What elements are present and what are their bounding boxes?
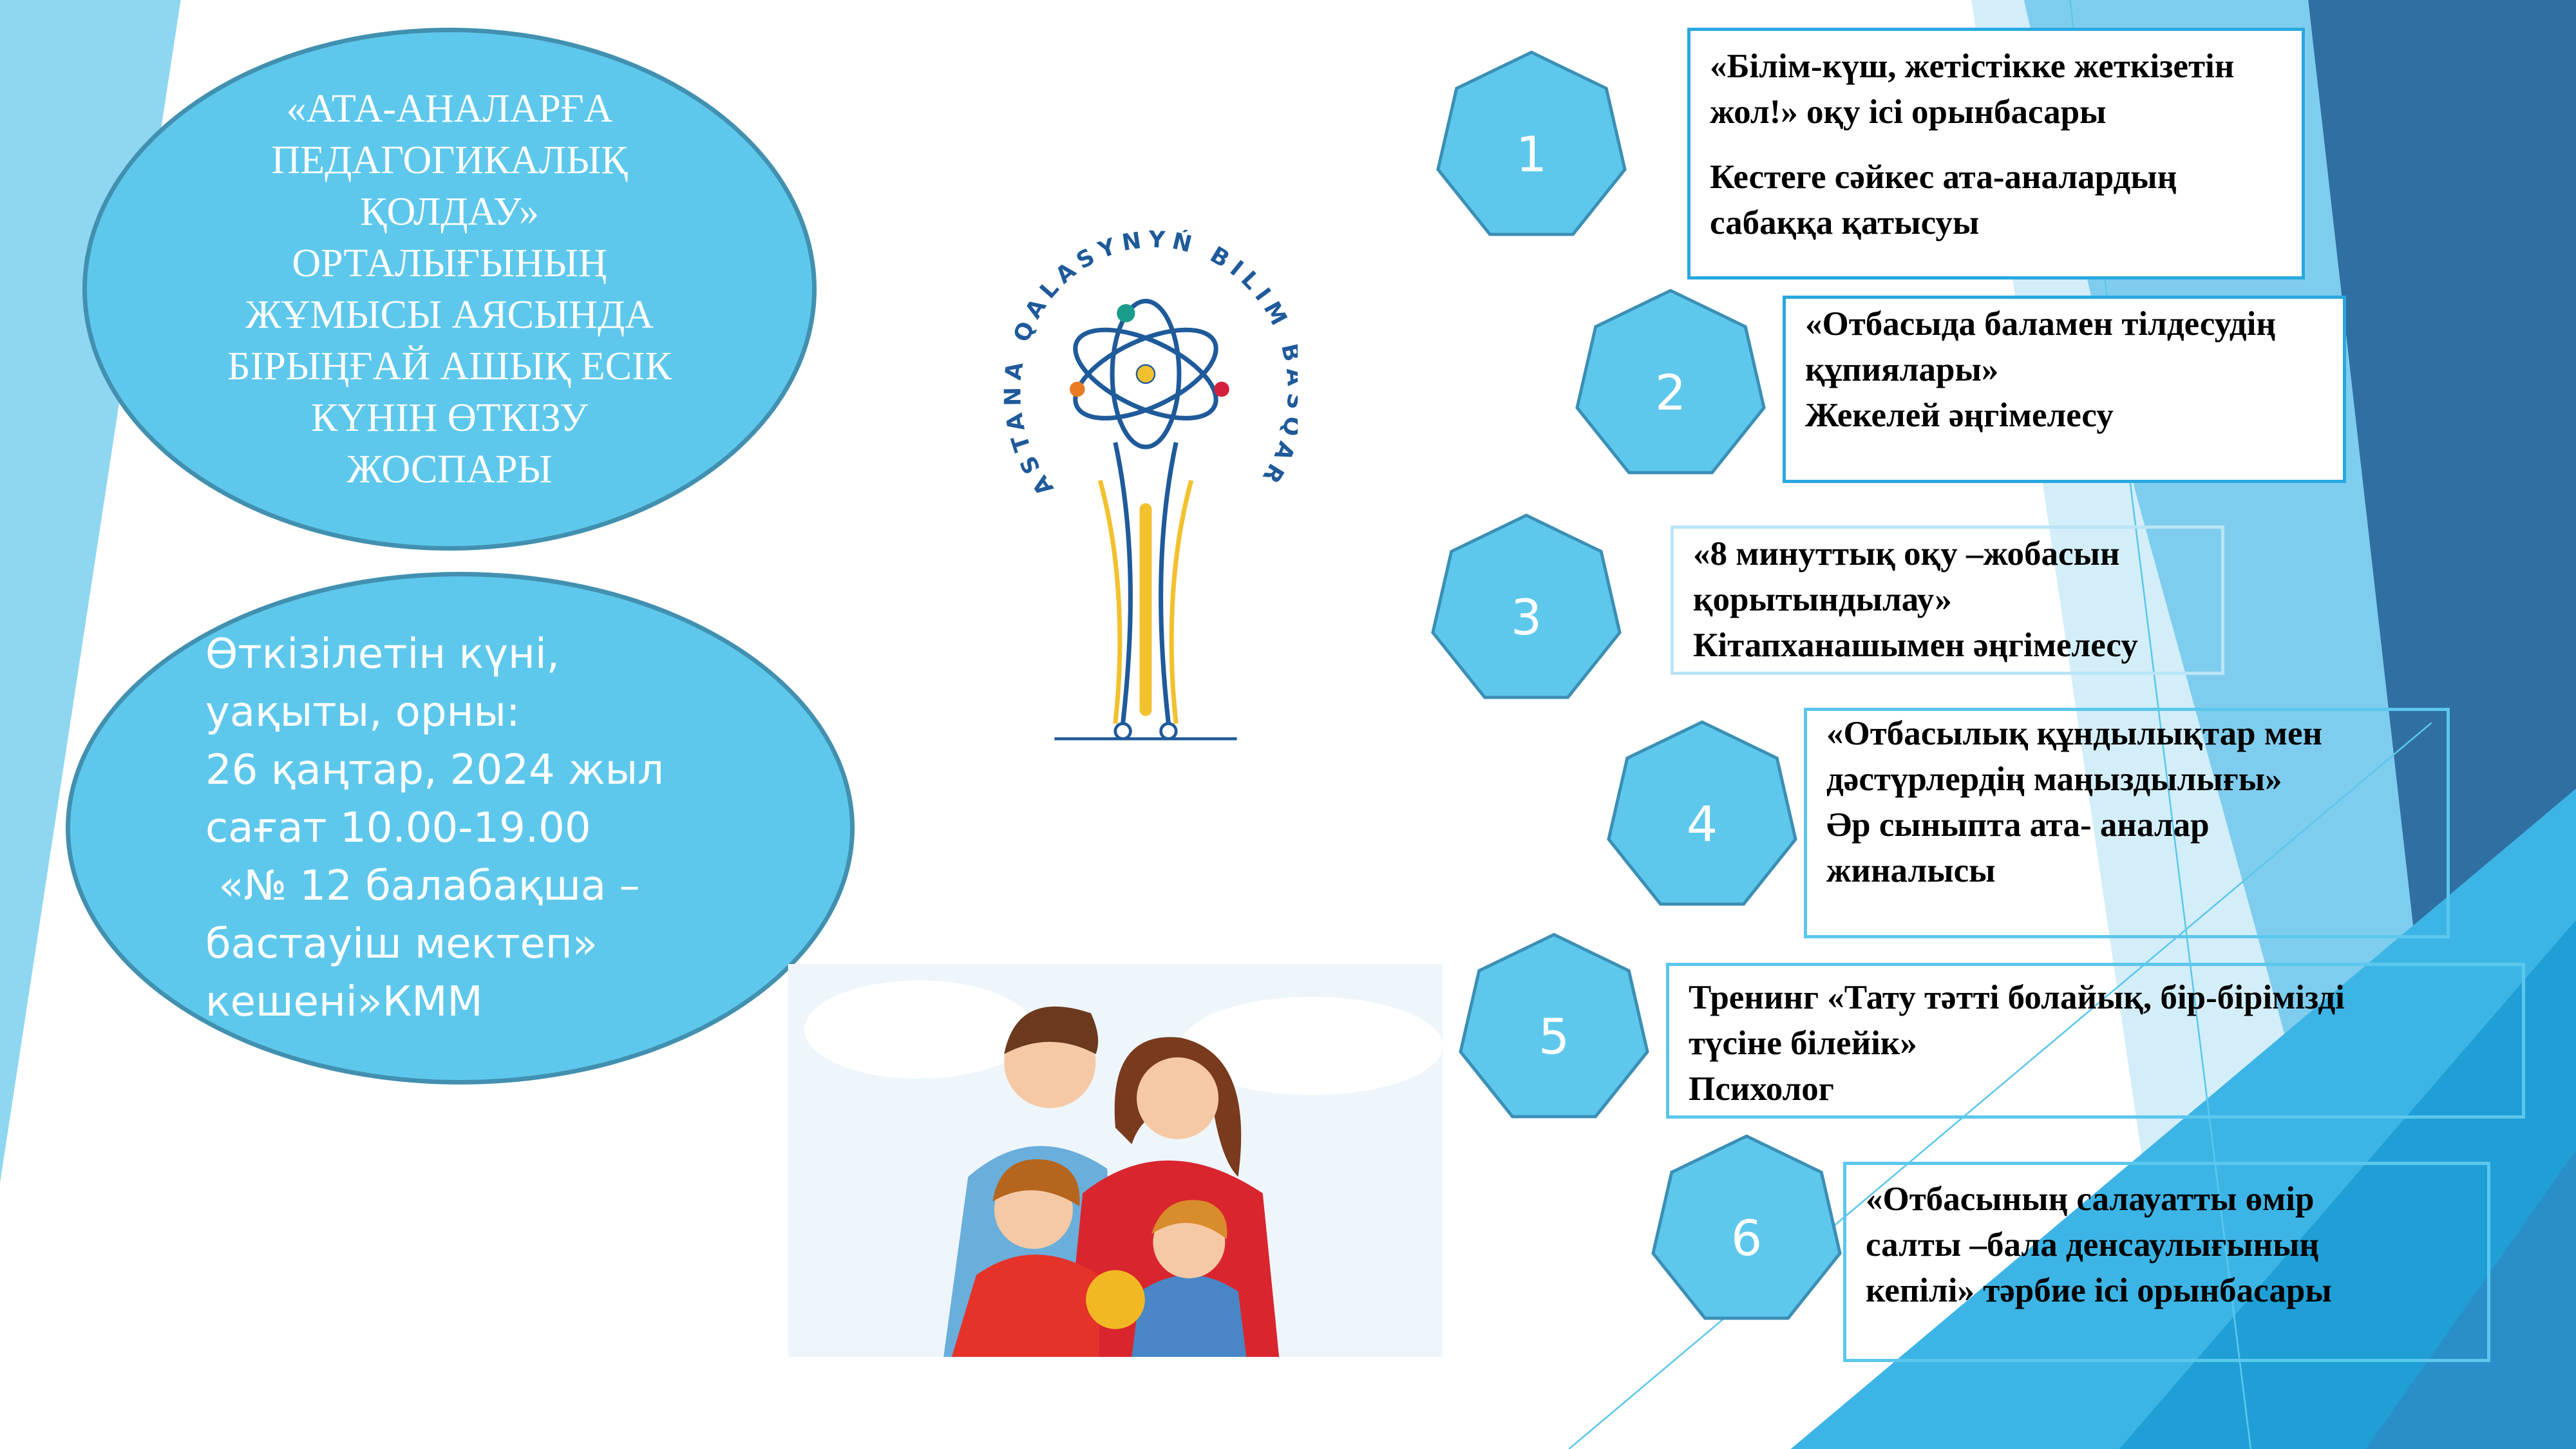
step-text: жиналысы	[1826, 852, 1996, 889]
step-6-box: «Отбасының салауатты өмір салты –бала де…	[1843, 1162, 2490, 1362]
heptagon-shape	[1459, 933, 1649, 1119]
title-line: БІРЫҢҒАЙ АШЫҚ ЕСІК	[227, 345, 672, 388]
step-text: «Білім-күш, жетістікке жеткізетін	[1710, 48, 2235, 85]
info-time: сағат 10.00-19.00	[205, 804, 591, 852]
step-text: салты –бала денсаулығының	[1866, 1226, 2320, 1264]
step-text: құпиялары»	[1805, 351, 1999, 388]
title-line: «АТА-АНАЛАРҒА	[286, 87, 613, 131]
heptagon-shape	[1607, 720, 1797, 906]
title-ellipse: «АТА-АНАЛАРҒА ПЕДАГОГИКАЛЫҚ ҚОЛДАУ» ОРТА…	[82, 28, 817, 551]
step-text: «8 минуттық оқу –жобасын	[1693, 535, 2120, 573]
info-date: 26 қаңтар, 2024 жыл	[205, 746, 665, 794]
step-number: 4	[1686, 795, 1718, 853]
title-line: ПЕДАГОГИКАЛЫҚ	[271, 138, 628, 182]
step-5-badge: 5	[1454, 931, 1654, 1130]
info-place: «№ 12 балабақша –	[205, 862, 640, 910]
title-line: ОРТАЛЫҒЫНЫҢ	[292, 242, 607, 285]
title-line: КҮНІН ӨТКІЗУ	[311, 396, 588, 440]
title-line: ҚОЛДАУ»	[360, 190, 539, 234]
step-3-badge: 3	[1426, 511, 1626, 711]
step-text: сабаққа қатысуы	[1710, 204, 1980, 242]
step-number: 1	[1515, 125, 1548, 183]
step-text: Әр сыныпта ата- аналар	[1826, 806, 2210, 844]
heptagon-shape	[1651, 1134, 1842, 1320]
step-text: Психолог	[1689, 1070, 1834, 1108]
info-ellipse: Өткізілетін күні, уақыты, орны: 26 қаңта…	[66, 572, 855, 1084]
step-text: Кестеге сәйкес ата-аналардың	[1710, 158, 2177, 196]
step-text: «Отбасылық құндылықтар мен	[1826, 715, 2323, 752]
step-text: Кітапханашымен әңгімелесу	[1693, 627, 2138, 664]
title-line: ЖҰМЫСЫ АЯСЫНДА	[245, 293, 654, 337]
step-number: 6	[1730, 1209, 1763, 1267]
info-place: бастауіш мектеп»	[205, 920, 598, 968]
step-4-badge: 4	[1602, 718, 1802, 918]
step-text: Тренинг «Тату тәтті болайық, бір-біріміз…	[1689, 979, 2345, 1016]
step-4-box: «Отбасылық құндылықтар мен дәстүрлердің …	[1804, 708, 2450, 938]
info-line: уақыты, орны:	[205, 688, 520, 736]
info-place: кешені»КММ	[205, 978, 483, 1026]
step-3-box: «8 минуттық оқу –жобасын қорытындылау» К…	[1671, 526, 2224, 675]
step-number: 5	[1538, 1007, 1570, 1065]
step-text: Жекелей әңгімелесу	[1805, 397, 2114, 434]
step-text: «Отбасыда баламен тілдесудің	[1805, 305, 2276, 343]
step-6-badge: 6	[1647, 1132, 1846, 1332]
step-2-box: «Отбасыда баламен тілдесудің құпиялары» …	[1783, 296, 2346, 483]
logo-text: ASTANA QALASYNYŃ BILIM BASQARMASY	[994, 197, 1298, 500]
title-line: ЖОСПАРЫ	[346, 448, 553, 491]
step-1-box: «Білім-күш, жетістікке жеткізетін жол!» …	[1687, 28, 2305, 279]
heptagon-shape	[1436, 50, 1627, 236]
family-illustration	[788, 964, 1443, 1357]
heptagon-shape	[1575, 289, 1766, 475]
step-2-badge: 2	[1571, 287, 1770, 486]
decor-line	[1568, 722, 2432, 1449]
step-number: 3	[1510, 588, 1542, 646]
step-text: «Отбасының салауатты өмір	[1866, 1180, 2315, 1218]
step-text: жол!» оқу ісі орынбасары	[1710, 93, 2107, 131]
step-5-box: Тренинг «Тату тәтті болайық, бір-біріміз…	[1666, 963, 2525, 1119]
step-text: кепілі» тәрбие ісі орынбасары	[1866, 1272, 2332, 1309]
step-number: 2	[1654, 363, 1687, 421]
step-text: қорытындылау»	[1693, 581, 1952, 618]
info-line: Өткізілетін күні,	[205, 630, 560, 678]
svg-text:ASTANA QALASYNYŃ BILIM BASQARM: ASTANA QALASYNYŃ BILIM BASQARMASY	[994, 197, 1298, 500]
education-department-logo: ASTANA QALASYNYŃ BILIM BASQARMASY	[994, 197, 1298, 741]
step-text: дәстүрлердің маңыздылығы»	[1826, 761, 2282, 798]
step-1-badge: 1	[1432, 48, 1631, 248]
step-text: түсіне білейік»	[1689, 1025, 1917, 1062]
heptagon-shape	[1431, 513, 1622, 699]
